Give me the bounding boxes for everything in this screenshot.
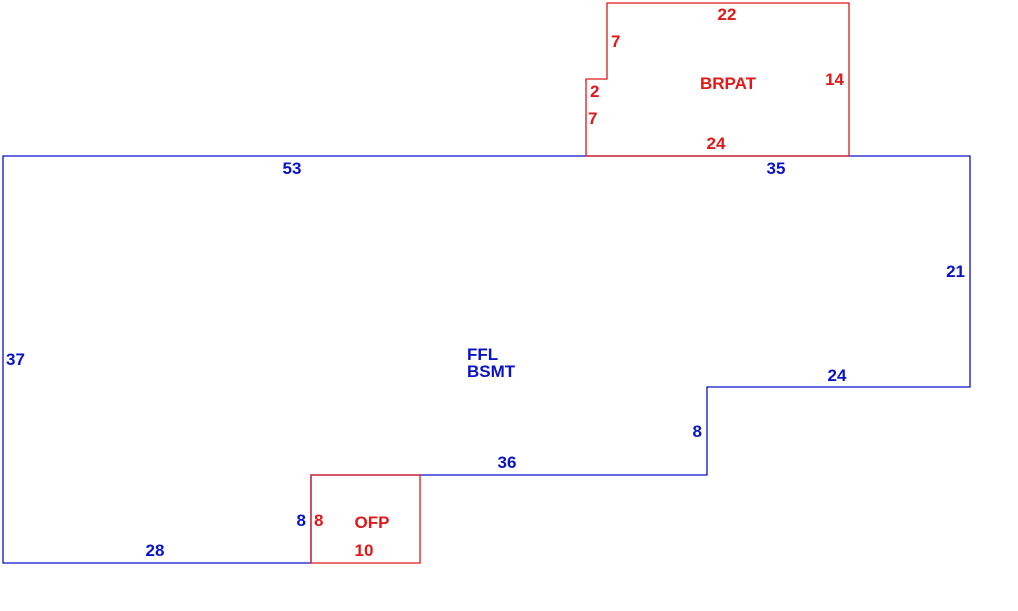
dim-porch-bottom: 10 <box>355 541 374 560</box>
dim-porch-left: 8 <box>314 511 323 530</box>
dim-patio-left-lower: 7 <box>588 109 597 128</box>
dim-patio-top: 22 <box>718 5 737 24</box>
dim-main-step-side: 8 <box>693 422 702 441</box>
dim-main-top-left: 53 <box>283 159 302 178</box>
porch-outline <box>310 474 421 564</box>
dim-main-right: 21 <box>946 262 965 281</box>
dim-patio-bottom: 24 <box>707 134 726 153</box>
patio-outline <box>585 2 850 157</box>
main-area-label-bsmt: BSMT <box>467 362 516 381</box>
porch-label: OFP <box>355 513 390 532</box>
dim-main-left: 37 <box>6 350 25 369</box>
dim-patio-right: 14 <box>825 70 844 89</box>
main-area-label-ffl: FFL <box>467 345 498 364</box>
dim-main-notch-side: 8 <box>297 511 306 530</box>
patio-label: BRPAT <box>700 74 757 93</box>
dim-patio-jog: 2 <box>590 82 599 101</box>
dim-main-step-top: 24 <box>828 366 847 385</box>
dim-main-mid: 36 <box>498 453 517 472</box>
dim-patio-left-upper: 7 <box>611 32 620 51</box>
dim-main-top-right: 35 <box>767 159 786 178</box>
main-area-outline <box>2 155 971 564</box>
dim-main-bottom: 28 <box>146 541 165 560</box>
